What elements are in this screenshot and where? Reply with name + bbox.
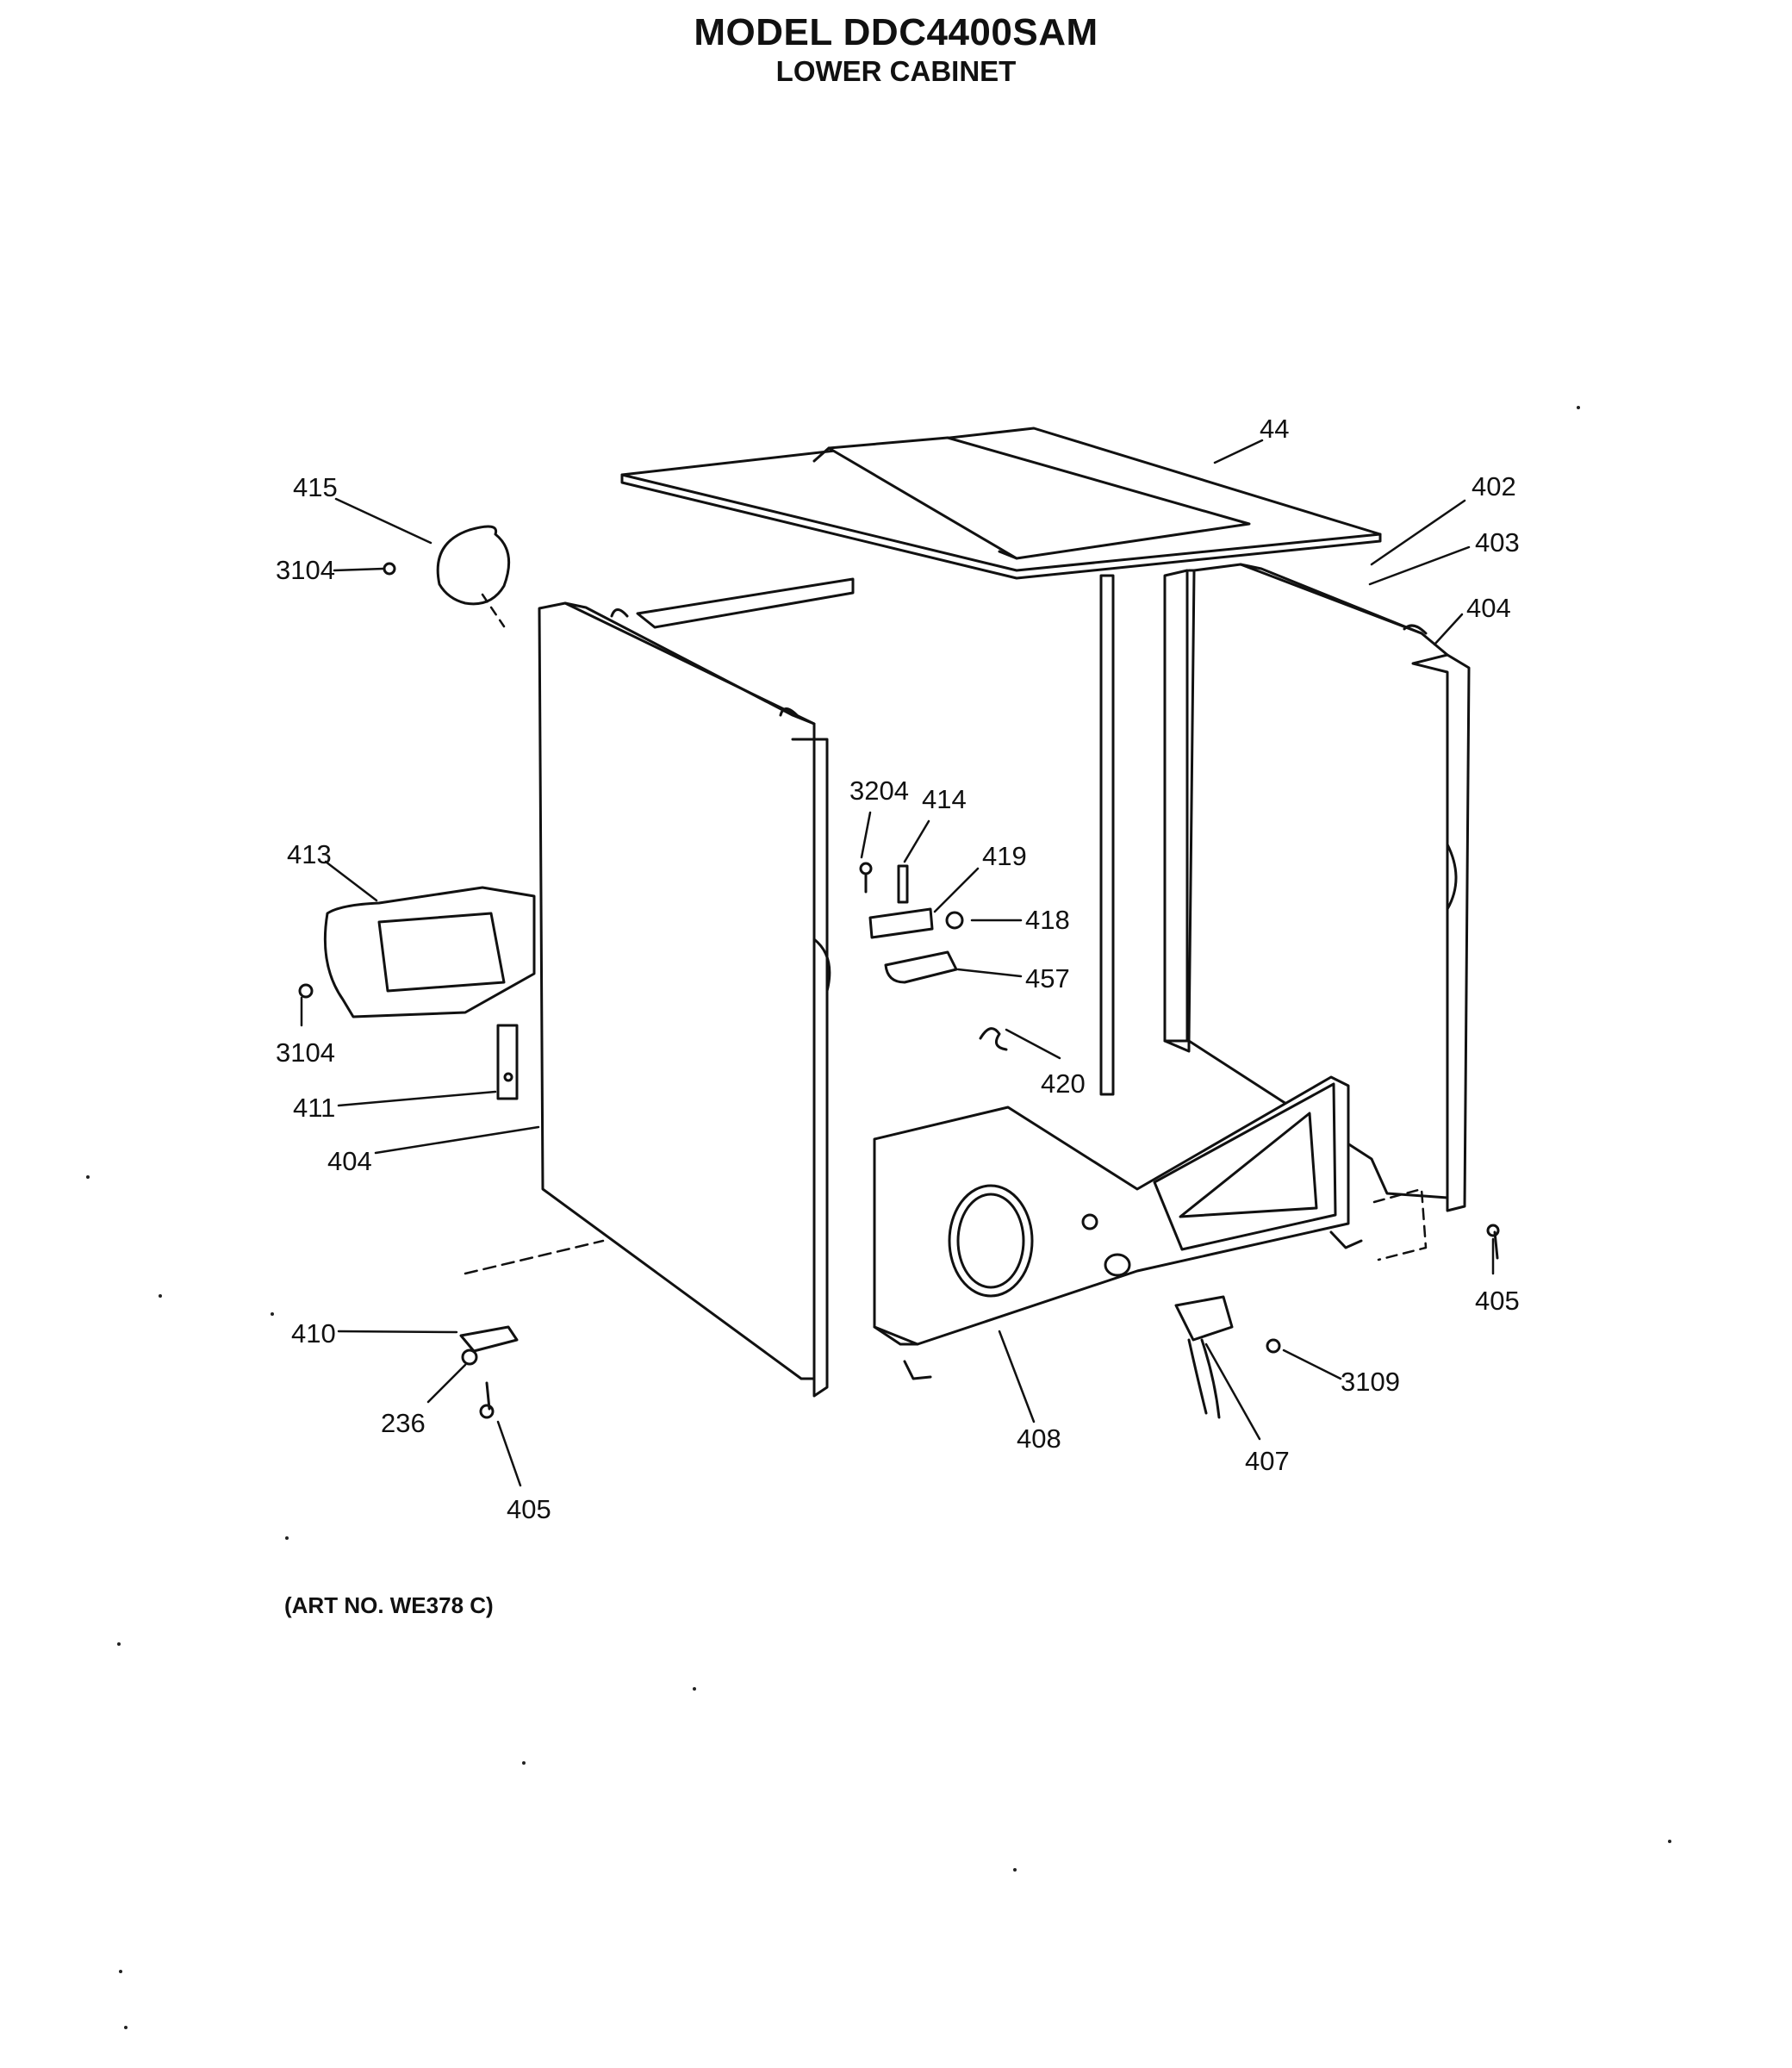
callout-420: 420 <box>1041 1068 1086 1099</box>
back-frame-part <box>636 569 1208 1096</box>
callout-415: 415 <box>293 472 338 502</box>
right-side-panel-part <box>1187 563 1471 1212</box>
callout-44: 44 <box>1260 414 1289 444</box>
callout-414: 414 <box>922 784 967 814</box>
callout-418: 418 <box>1025 905 1070 935</box>
callout-labels: 44 402 403 404 415 3104 3204 414 419 418… <box>276 414 1520 1524</box>
leveling-hardware-parts <box>459 1224 1500 1419</box>
callout-3109: 3109 <box>1341 1367 1400 1397</box>
terminal-block-part <box>1174 1295 1281 1419</box>
bracket-part <box>496 1024 519 1100</box>
callout-405-bottom: 405 <box>507 1494 551 1524</box>
top-panel-part <box>620 427 1382 580</box>
leader-lines <box>300 439 1495 1487</box>
left-side-panel-part <box>538 601 831 1398</box>
callout-410: 410 <box>291 1318 336 1349</box>
callout-408: 408 <box>1017 1423 1061 1454</box>
callout-413: 413 <box>287 839 332 869</box>
callout-457: 457 <box>1025 963 1070 994</box>
model-title: MODEL DDC4400SAM <box>694 11 1098 53</box>
access-cover-part <box>298 886 536 1018</box>
callout-407: 407 <box>1245 1446 1290 1476</box>
callout-405-right: 405 <box>1475 1286 1520 1316</box>
callout-3104-top: 3104 <box>276 555 335 585</box>
exhaust-cover-part <box>383 525 511 606</box>
callout-3204: 3204 <box>849 776 909 806</box>
callout-3104-bottom: 3104 <box>276 1037 335 1068</box>
art-number: (ART NO. WE378 C) <box>284 1592 494 1618</box>
small-hardware-parts <box>859 862 1008 1051</box>
section-subtitle: LOWER CABINET <box>775 55 1017 87</box>
callout-236: 236 <box>381 1408 426 1438</box>
callout-403: 403 <box>1475 527 1520 557</box>
callout-419: 419 <box>982 841 1027 871</box>
diagram-header: MODEL DDC4400SAM LOWER CABINET <box>0 10 1792 88</box>
callout-411: 411 <box>293 1093 335 1123</box>
callout-402: 402 <box>1472 471 1516 501</box>
scan-specks <box>86 406 1671 2029</box>
base-frame-part <box>873 1075 1363 1380</box>
callout-404-left: 404 <box>327 1146 372 1176</box>
callout-404-right: 404 <box>1466 593 1511 623</box>
